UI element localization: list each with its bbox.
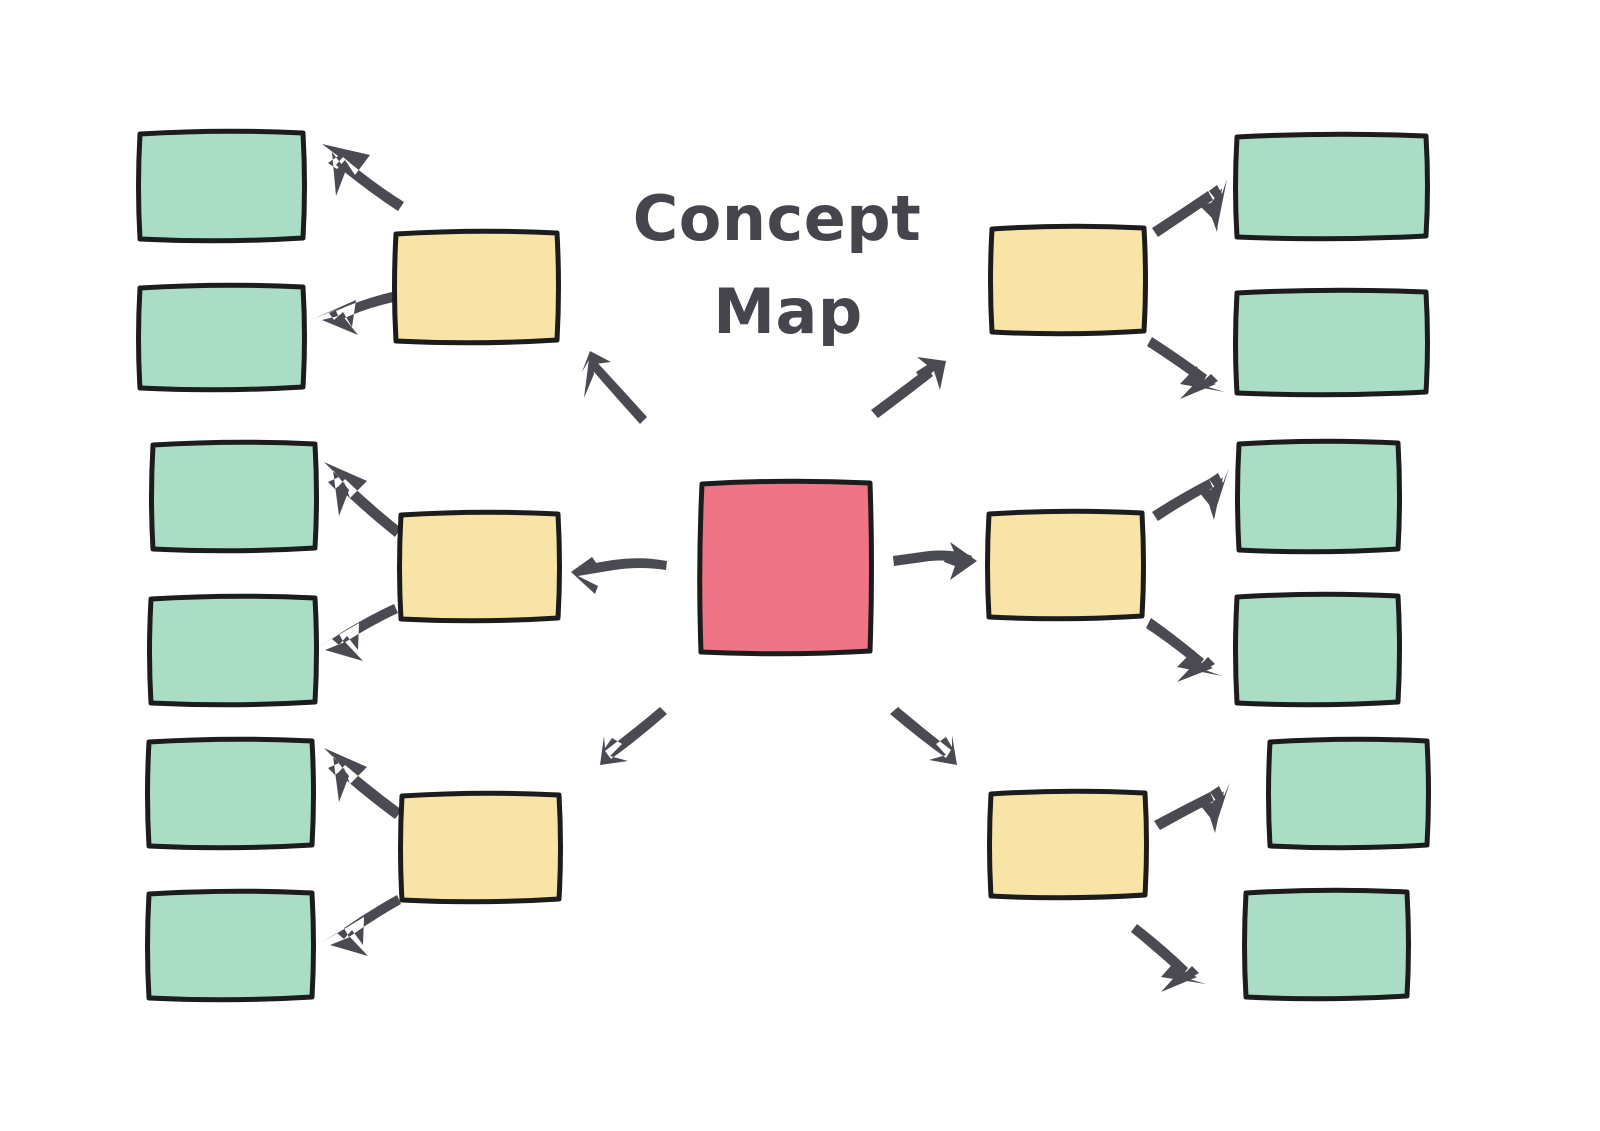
leaf-top-left-1[interactable] bbox=[136, 128, 307, 244]
arrow-bottom-left-to-leaf-2 bbox=[321, 895, 401, 956]
arrow-mid-right-to-leaf-1 bbox=[1152, 468, 1229, 521]
center-node[interactable] bbox=[697, 478, 874, 657]
map-title-line-1: Concept bbox=[633, 182, 922, 255]
arrow-center-to-mid-right bbox=[893, 542, 977, 580]
branch-bottom-right[interactable] bbox=[987, 788, 1149, 901]
arrow-bottom-left-to-leaf-1 bbox=[324, 748, 402, 819]
branch-top-left[interactable] bbox=[392, 228, 561, 346]
arrow-top-left-to-leaf-1 bbox=[322, 144, 404, 211]
leaf-top-right-1[interactable] bbox=[1233, 131, 1430, 242]
branch-mid-left[interactable] bbox=[397, 509, 562, 624]
leaf-mid-right-2[interactable] bbox=[1233, 591, 1402, 708]
map-title-line-2: Map bbox=[713, 275, 862, 348]
arrow-top-right-to-leaf-1 bbox=[1152, 179, 1227, 237]
leaf-bottom-left-2[interactable] bbox=[145, 888, 316, 1003]
arrow-center-to-bottom-right bbox=[890, 707, 957, 765]
arrow-center-to-mid-left bbox=[571, 557, 667, 594]
leaf-top-right-2[interactable] bbox=[1233, 287, 1430, 398]
nodes-layer bbox=[136, 128, 1431, 1003]
arrow-top-left-to-leaf-2 bbox=[313, 292, 394, 335]
arrow-center-to-bottom-left bbox=[600, 707, 667, 765]
arrow-center-to-top-right bbox=[871, 357, 946, 418]
arrow-bottom-right-to-leaf-1 bbox=[1154, 782, 1230, 833]
leaf-bottom-right-1[interactable] bbox=[1266, 736, 1431, 851]
leaf-mid-right-1[interactable] bbox=[1235, 438, 1402, 555]
branch-mid-right[interactable] bbox=[985, 508, 1146, 622]
leaf-mid-left-2[interactable] bbox=[147, 593, 319, 708]
arrow-top-right-to-leaf-2 bbox=[1147, 337, 1225, 399]
arrow-mid-right-to-leaf-2 bbox=[1146, 618, 1222, 682]
arrow-center-to-top-left-tail bbox=[588, 358, 647, 424]
branch-top-right[interactable] bbox=[988, 223, 1148, 337]
leaf-mid-left-1[interactable] bbox=[149, 439, 319, 554]
branch-bottom-left[interactable] bbox=[398, 790, 563, 905]
leaf-bottom-left-1[interactable] bbox=[145, 736, 316, 851]
leaf-top-left-2[interactable] bbox=[136, 282, 307, 393]
arrow-mid-left-to-leaf-2 bbox=[316, 604, 398, 661]
map-title: Concept Map bbox=[633, 182, 922, 348]
arrow-mid-left-to-leaf-1 bbox=[324, 462, 401, 537]
leaf-bottom-right-2[interactable] bbox=[1242, 887, 1411, 1002]
arrow-bottom-right-to-leaf-2 bbox=[1131, 924, 1206, 992]
connector-arrows-layer bbox=[313, 144, 1230, 992]
